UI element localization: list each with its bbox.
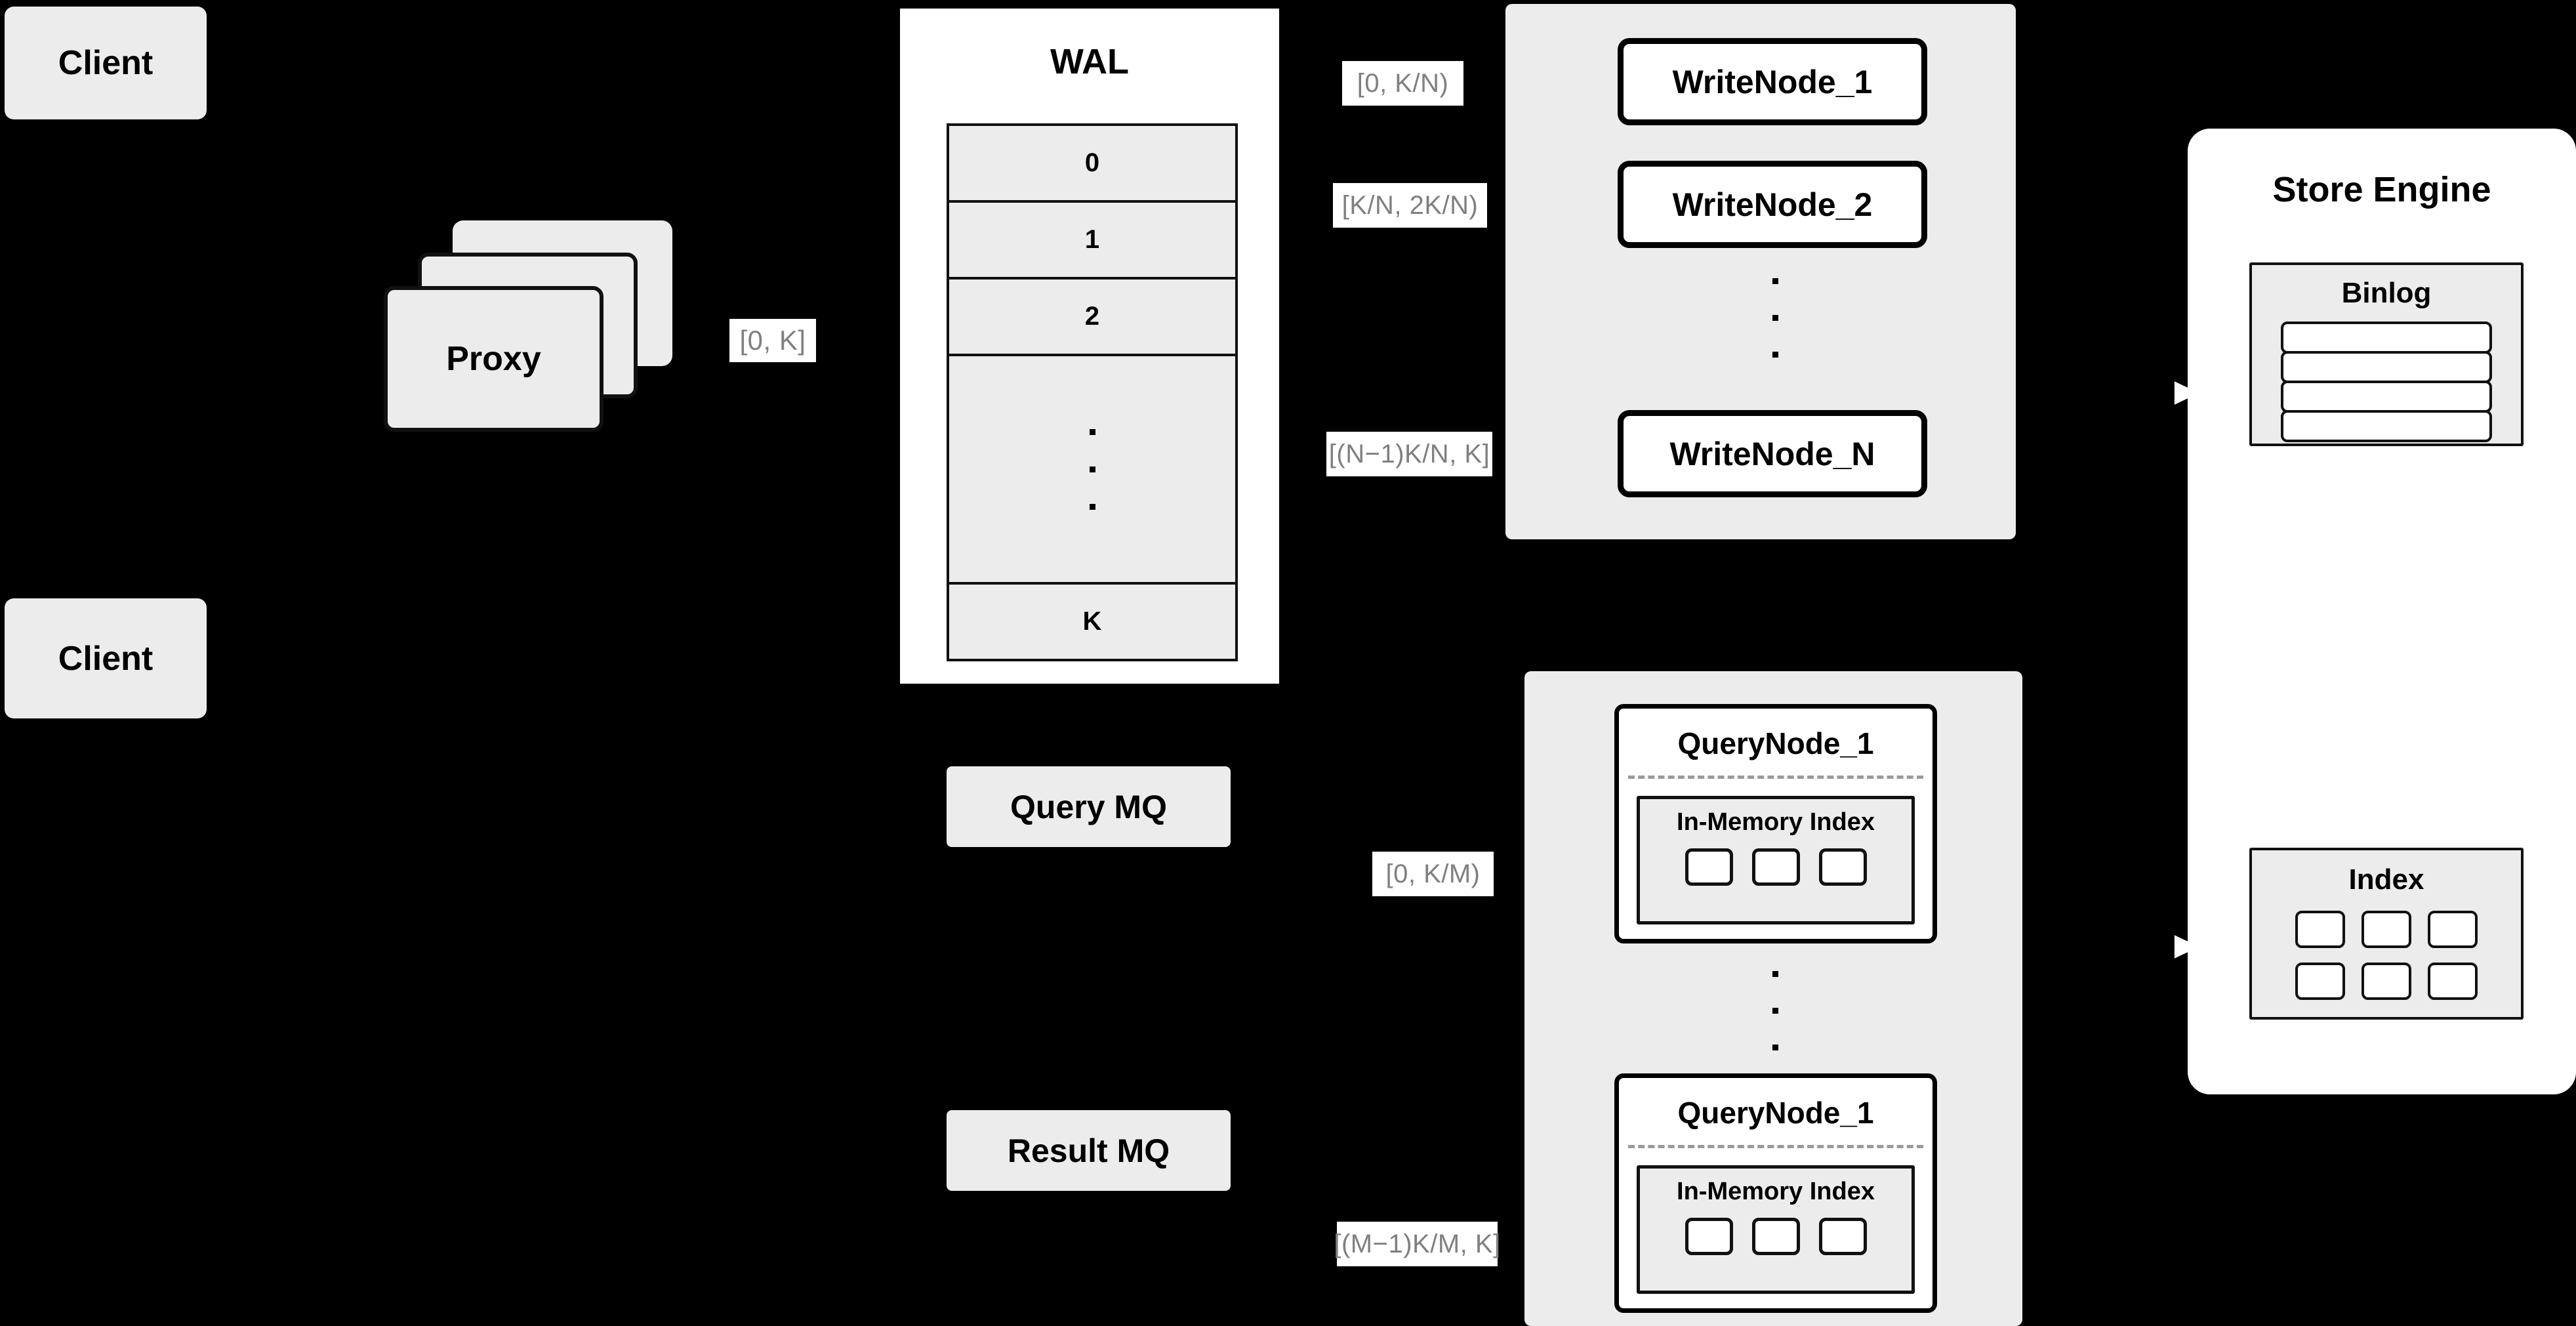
querynode-m-box[interactable]: QueryNode_1 In-Memory Index [1614,1073,1937,1313]
index-slot[interactable] [2428,963,2478,1000]
write-cluster-ellipsis [1772,278,1778,358]
writenode-1-label: WriteNode_1 [1672,63,1873,100]
ellipsis-dot [1772,315,1778,321]
edge-label-writenode-2-text: [K/N, 2K/N) [1341,190,1479,220]
client-box-2[interactable]: Client [5,598,207,718]
querynode-1-inmemory-index: In-Memory Index [1637,796,1915,924]
wal-rows: 0 1 2 K [947,123,1238,661]
wal-row-ellipsis [947,354,1238,585]
querynode-m-label: QueryNode_1 [1677,1096,1874,1130]
binlog-row[interactable] [2281,410,2492,442]
edge-label-writenode-n: [(N−1)K/N, K] [1326,432,1492,476]
index-slot[interactable] [2295,963,2345,1000]
wal-row-0-label: 0 [1084,148,1100,177]
index-slot[interactable] [1685,1218,1733,1255]
wal-ellipsis-dots [1089,428,1095,510]
result-mq-label: Result MQ [1007,1132,1170,1169]
index-slot[interactable] [2361,911,2411,948]
edge-label-proxy-to-wal-text: [0, K] [739,325,806,356]
index-slot[interactable] [2295,911,2345,948]
index-slot[interactable] [1818,848,1867,886]
ellipsis-dot [1089,428,1095,435]
ellipsis-dot [1772,278,1778,284]
querynode-1-label: QueryNode_1 [1677,726,1874,760]
proxy-label: Proxy [446,340,541,378]
wal-row-0[interactable]: 0 [947,123,1238,203]
querynode-m-index-title: In-Memory Index [1677,1178,1875,1205]
ellipsis-dot [1089,503,1095,510]
query-mq-box[interactable]: Query MQ [947,766,1231,847]
edge-label-querynode-1: [0, K/M) [1372,852,1494,896]
edge-label-querynode-m-text: [(M−1)K/M, K] [1334,1229,1501,1258]
index-slot[interactable] [1751,1218,1800,1255]
ellipsis-dot [1772,1045,1778,1050]
binlog-row[interactable] [2281,351,2492,383]
wal-title: WAL [1050,42,1129,81]
binlog-row[interactable] [2281,381,2492,413]
binlog-title: Binlog [2341,277,2432,309]
edge-label-querynode-m: [(M−1)K/M, K] [1334,1222,1501,1266]
writenode-1-box[interactable]: WriteNode_1 [1618,38,1927,125]
writenode-n-label: WriteNode_N [1669,435,1875,472]
store-engine-title: Store Engine [2272,170,2491,209]
querynode-1-divider [1628,776,1923,779]
binlog-row[interactable] [2281,321,2492,354]
index-panel: Index [2249,848,2524,1020]
querynode-m-divider [1628,1145,1923,1148]
wal-row-2[interactable]: 2 [947,277,1238,356]
query-mq-label: Query MQ [1010,788,1167,825]
binlog-panel: Binlog [2249,262,2524,446]
result-mq-box[interactable]: Result MQ [947,1110,1231,1191]
index-slot[interactable] [1818,1218,1867,1255]
index-slot[interactable] [2428,911,2478,948]
store-engine-panel: Store Engine Binlog Index [2188,129,2576,1094]
edge-label-proxy-to-wal: [0, K] [729,319,816,362]
index-slot[interactable] [1685,848,1733,886]
client-box-1[interactable]: Client [5,7,207,119]
client-label-1: Client [58,44,153,82]
index-slot[interactable] [1751,848,1800,886]
querynode-1-box[interactable]: QueryNode_1 In-Memory Index [1614,704,1937,943]
client-label-2: Client [58,639,153,678]
proxy-box[interactable]: Proxy [384,286,603,432]
ellipsis-dot [1772,1008,1778,1014]
ellipsis-dot [1089,466,1095,472]
ellipsis-dot [1772,352,1778,358]
writenode-2-box[interactable]: WriteNode_2 [1618,161,1927,248]
edge-label-querynode-1-text: [0, K/M) [1385,859,1481,888]
wal-panel: WAL 0 1 2 K [895,4,1284,688]
writenode-2-label: WriteNode_2 [1672,186,1873,223]
wal-row-1[interactable]: 1 [947,200,1238,280]
querynode-1-index-title: In-Memory Index [1677,808,1875,836]
edge-label-writenode-1: [0, K/N) [1342,61,1463,106]
index-slot[interactable] [2361,963,2411,1000]
ellipsis-dot [1772,971,1778,977]
wal-row-2-label: 2 [1084,302,1100,331]
wal-row-1-label: 1 [1084,225,1100,254]
edge-label-writenode-n-text: [(N−1)K/N, K] [1328,439,1490,468]
query-cluster-ellipsis [1772,971,1778,1050]
writenode-n-box[interactable]: WriteNode_N [1618,410,1927,497]
edge-label-writenode-1-text: [0, K/N) [1357,68,1449,98]
wal-row-k-label: K [1082,607,1102,636]
index-title: Index [2348,863,2424,896]
querynode-m-inmemory-index: In-Memory Index [1637,1165,1915,1294]
wal-row-k[interactable]: K [947,582,1238,661]
edge-label-writenode-2: [K/N, 2K/N) [1333,183,1487,228]
